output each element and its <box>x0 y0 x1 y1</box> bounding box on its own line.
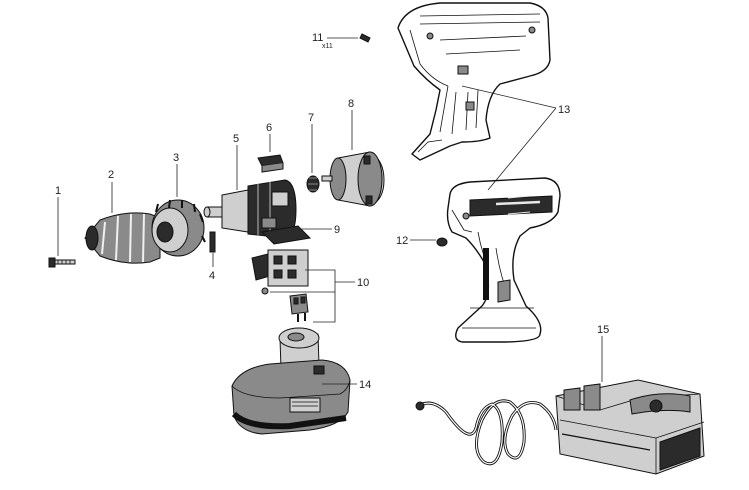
part-8-label: 8 <box>348 98 354 110</box>
part-12-label: 12 <box>396 235 408 247</box>
part-5-label: 5 <box>233 133 239 145</box>
part-15-label: 15 <box>597 324 609 336</box>
part-11-label: 11 <box>312 32 323 44</box>
part-4-label: 4 <box>209 270 215 282</box>
part-2-chuck-sleeve <box>84 212 161 264</box>
part-15-charger <box>555 379 705 475</box>
part-13-housing-right-half <box>446 177 561 343</box>
part-3-label: 3 <box>173 152 179 164</box>
part-1-screw <box>48 257 76 268</box>
part-12-nut <box>436 237 448 247</box>
part-5-gearbox <box>203 179 297 239</box>
part-3-chuck-collar <box>151 199 206 257</box>
part-7-gear <box>306 175 320 193</box>
part-14-battery <box>231 327 351 435</box>
part-11-screw <box>359 33 371 43</box>
part-13-label: 13 <box>558 104 570 116</box>
part-11-quantity: x11 <box>322 43 333 50</box>
part-7-label: 7 <box>308 112 314 124</box>
part-9-label: 9 <box>334 224 340 236</box>
part-1-label: 1 <box>55 185 61 197</box>
part-13-housing-left-half <box>397 2 551 161</box>
part-2-label: 2 <box>108 169 114 181</box>
part-10-switch-assembly <box>251 249 309 322</box>
part-8-motor <box>321 151 385 207</box>
part-6-bracket <box>257 154 284 173</box>
part-9-plate <box>260 225 312 245</box>
part-10-label: 10 <box>357 277 369 289</box>
part-6-label: 6 <box>266 122 272 134</box>
charger-cord <box>415 399 558 466</box>
part-14-label: 14 <box>359 379 371 391</box>
part-4-pin <box>209 231 216 253</box>
